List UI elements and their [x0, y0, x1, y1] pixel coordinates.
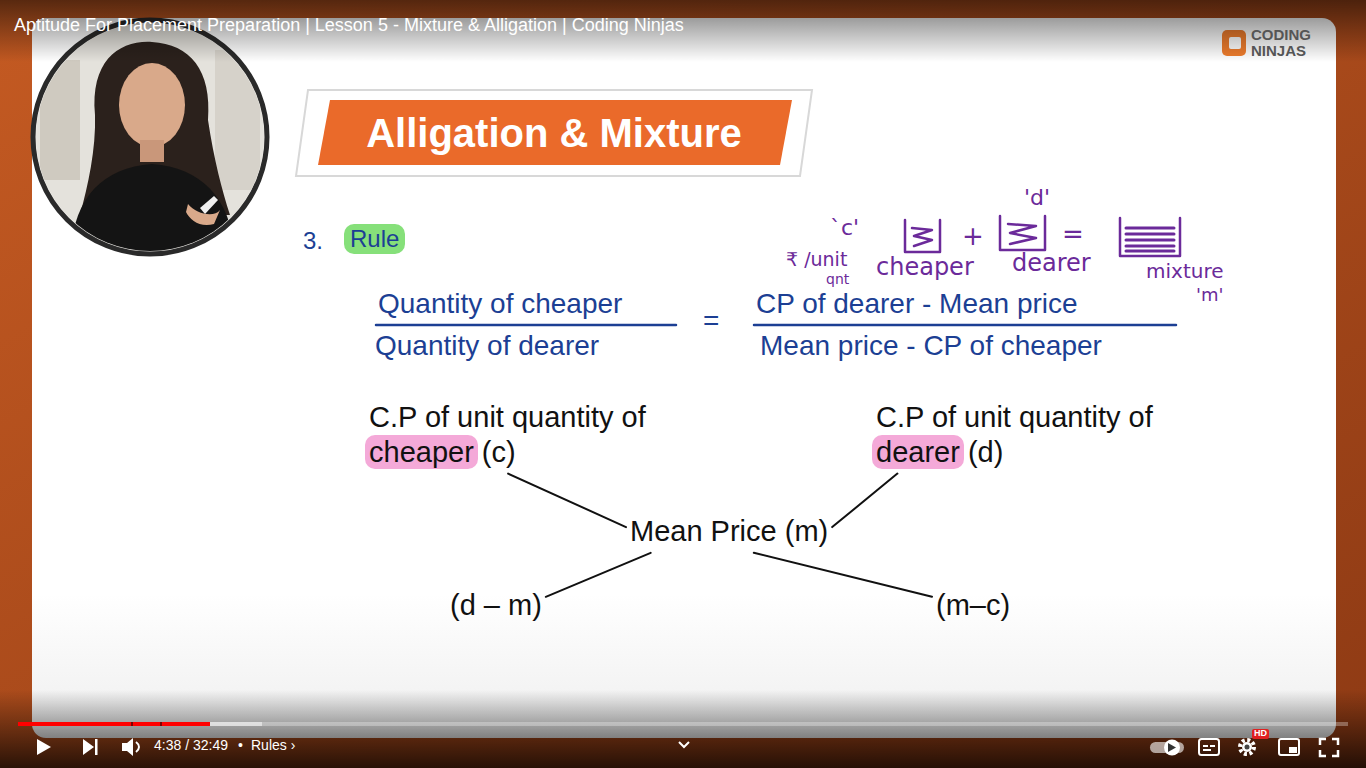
- video-title: Aptitude For Placement Preparation | Les…: [14, 16, 684, 36]
- title-banner: Alligation & Mixture: [318, 100, 790, 165]
- connector-line: [508, 474, 626, 527]
- node-text: (d – m): [450, 588, 542, 623]
- connector-line: [832, 474, 897, 527]
- difference-box: (d – m): [446, 584, 546, 627]
- node-text: C.P of unit quantity of dearer (d): [876, 400, 1186, 470]
- node-text: C.P of unit quantity of cheaper (c): [369, 400, 679, 470]
- banner-title: Alligation & Mixture: [366, 111, 742, 155]
- equals-sign: =: [703, 306, 719, 337]
- annotation: +: [962, 222, 984, 251]
- node-text: Mean Price (m): [630, 514, 828, 549]
- fraction-text: Mean price - CP of cheaper: [760, 331, 1102, 362]
- price-box: C.P of unit quantity of dearer (d): [872, 396, 1190, 474]
- annotation: `c': [830, 216, 859, 240]
- annotation: cheaper: [876, 254, 974, 280]
- node-text: (m–c): [936, 588, 1010, 623]
- annotation: dearer: [1012, 250, 1091, 276]
- banner-outline: [296, 90, 812, 176]
- annotation: ₹ /unit: [786, 249, 847, 270]
- time-display: 4:38 / 32:49: [154, 738, 228, 753]
- fraction-text: Quantity of cheaper: [378, 289, 622, 320]
- mean-price-box: Mean Price (m): [626, 510, 832, 553]
- separator-dot: •: [238, 738, 243, 753]
- banner-fill: [318, 100, 792, 165]
- price-box: C.P of unit quantity of cheaper (c): [365, 396, 683, 474]
- annotation: qnt: [826, 272, 849, 287]
- annotation: =: [1062, 220, 1084, 249]
- fraction-text: Quantity of dearer: [375, 331, 599, 362]
- step-number: 3.: [303, 228, 323, 254]
- player-controls: [37, 738, 1338, 756]
- logo-text: CODING: [1251, 27, 1311, 44]
- annotation: 'd': [1024, 186, 1050, 210]
- whiteboard: [32, 18, 1336, 738]
- progress-bar: [18, 722, 1348, 726]
- bottom-shade: [0, 690, 1366, 768]
- fraction-text: CP of dearer - Mean price: [756, 289, 1078, 320]
- logo-text: NINJAS: [1251, 43, 1306, 60]
- connector-line: [546, 553, 651, 597]
- fraction-bars: [376, 324, 1176, 327]
- difference-box: (m–c): [932, 584, 1014, 627]
- connector-line: [754, 553, 932, 597]
- rule-heading: Rule: [344, 224, 405, 254]
- annotation: 'm': [1196, 285, 1223, 305]
- hd-badge: HD: [1252, 729, 1269, 739]
- annotation: mixture: [1146, 260, 1223, 282]
- chapter-name: Rules ›: [251, 738, 295, 753]
- top-shade: [0, 0, 1366, 62]
